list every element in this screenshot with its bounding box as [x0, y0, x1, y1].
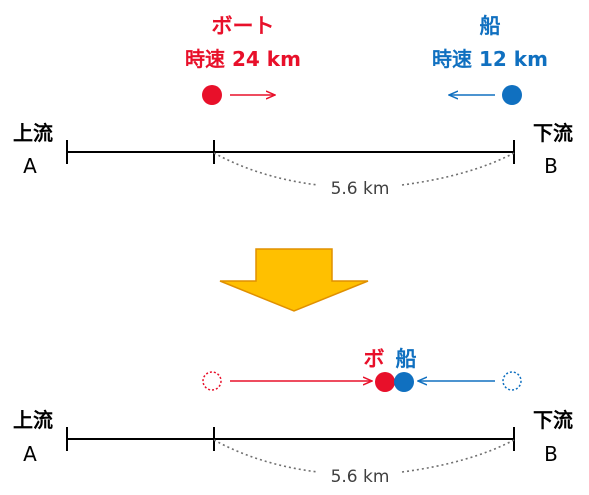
boat-name-label: ボート: [212, 14, 275, 38]
distance-brace-after: [213, 439, 515, 473]
point-a-label: A: [23, 154, 37, 178]
boat-short-label: ボ: [364, 347, 385, 371]
distance-label: 5.6 km: [331, 179, 390, 199]
ship-short-label: 船: [396, 347, 417, 371]
distance-brace: [213, 152, 515, 186]
down-arrow: [219, 248, 369, 312]
point-a-label-after: A: [23, 442, 37, 466]
point-b-label-after: B: [544, 442, 558, 466]
boat-start-ghost: [202, 371, 222, 391]
ship-meeting-marker: [394, 372, 414, 392]
distance-label-after: 5.6 km: [331, 467, 390, 487]
after-panel: ボ 船 上流 A 下流 B 5.6 km: [13, 347, 573, 487]
boat-marker: [202, 85, 222, 105]
before-panel: ボート 時速 24 km 船 時速 12 km 上流 A 下流 B 5.6 km: [13, 14, 573, 199]
ship-marker: [502, 85, 522, 105]
upstream-label: 上流: [13, 121, 53, 145]
ship-speed-label: 時速 12 km: [432, 47, 548, 71]
boat-meeting-marker: [375, 372, 395, 392]
ship-start-ghost: [502, 371, 522, 391]
boat-speed-label: 時速 24 km: [185, 47, 301, 71]
downstream-label: 下流: [533, 121, 573, 145]
point-b-label: B: [544, 154, 558, 178]
ship-name-label: 船: [480, 14, 501, 38]
upstream-label-after: 上流: [13, 408, 53, 432]
downstream-label-after: 下流: [533, 408, 573, 432]
